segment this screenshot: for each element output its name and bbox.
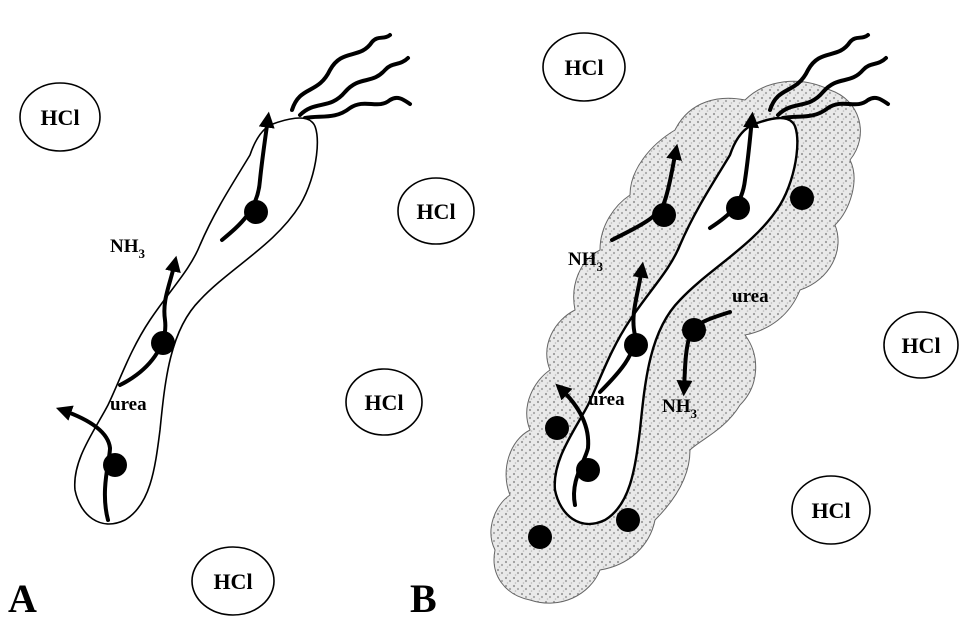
urease-dot: [652, 203, 676, 227]
urea-label: urea: [588, 389, 625, 410]
svg-text:HCl: HCl: [416, 199, 455, 224]
hcl-molecule: HCl: [792, 476, 870, 544]
svg-text:HCl: HCl: [364, 390, 403, 415]
svg-text:HCl: HCl: [40, 105, 79, 130]
svg-text:HCl: HCl: [811, 498, 850, 523]
urease-dot: [103, 453, 127, 477]
hcl-molecule: HCl: [398, 178, 474, 244]
hcl-molecule: HCl: [884, 312, 958, 378]
urease-dot: [790, 186, 814, 210]
urease-dot: [528, 525, 552, 549]
urease-dot: [726, 196, 750, 220]
hcl-molecule: HCl: [192, 547, 274, 615]
svg-text:HCl: HCl: [213, 569, 252, 594]
panel-label-b: B: [410, 576, 437, 620]
panel-a: urea NH3 HCl HCl HCl HCl A: [8, 35, 474, 620]
urease-dot: [624, 333, 648, 357]
svg-text:HCl: HCl: [564, 55, 603, 80]
urease-dot: [545, 416, 569, 440]
urease-dot: [151, 331, 175, 355]
urease-dot: [576, 458, 600, 482]
flagella-a: [292, 35, 410, 118]
urea-label: urea: [732, 286, 769, 307]
svg-text:HCl: HCl: [901, 333, 940, 358]
panel-label-a: A: [8, 576, 37, 620]
urease-dot: [682, 318, 706, 342]
urea-label: urea: [110, 394, 147, 415]
panel-b: NH3 urea urea NH3 HCl HCl HCl B: [410, 33, 958, 620]
nh3-label: NH3: [110, 236, 146, 261]
hcl-molecule: HCl: [543, 33, 625, 101]
urease-dot: [616, 508, 640, 532]
hcl-molecule: HCl: [20, 83, 100, 151]
urease-dot: [244, 200, 268, 224]
hcl-molecule: HCl: [346, 369, 422, 435]
